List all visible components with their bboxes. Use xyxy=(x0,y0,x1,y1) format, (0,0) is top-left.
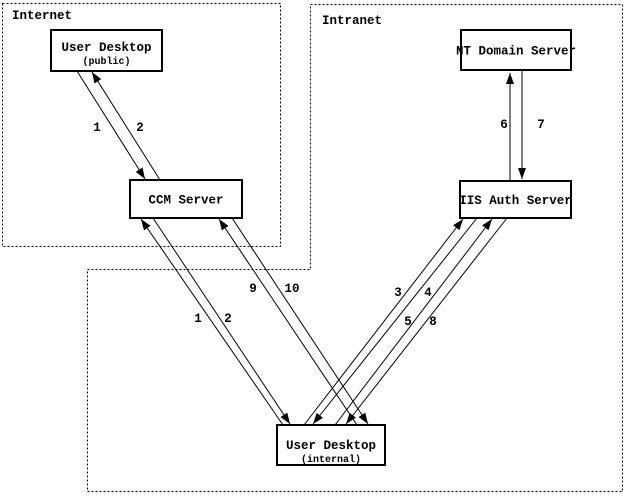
node-ccm-server-label: CCM Server xyxy=(148,194,223,208)
node-nt-domain-server-label: NT Domain Server xyxy=(456,45,576,59)
arrow-9-internal-desktop-to-ccm xyxy=(218,218,358,426)
node-ccm-server: CCM Server xyxy=(129,179,243,219)
arrow-3-internal-desktop-to-iis xyxy=(303,218,464,426)
arrow-label-10: 10 xyxy=(284,282,299,296)
node-user-desktop-public: User Desktop (public) xyxy=(50,29,163,72)
node-user-desktop-internal-label: User Desktop xyxy=(286,439,376,453)
node-user-desktop-internal: User Desktop (internal) xyxy=(276,424,386,466)
node-user-desktop-public-box xyxy=(50,29,163,72)
arrow-label-6: 6 xyxy=(500,118,508,132)
node-nt-domain-server: NT Domain Server xyxy=(456,29,576,71)
arrow-1-public-desktop-to-ccm xyxy=(76,70,146,180)
zone-intranet-boundary xyxy=(87,4,623,492)
zone-internet-label: Internet xyxy=(12,9,72,23)
arrow-label-4: 4 xyxy=(424,286,432,300)
arrow-5-internal-desktop-to-iis xyxy=(334,218,493,426)
node-user-desktop-public-label: User Desktop xyxy=(61,41,151,55)
node-user-desktop-public-sublabel: (public) xyxy=(82,56,130,68)
arrow-label-7: 7 xyxy=(537,118,545,132)
arrow-label-1-internal: 1 xyxy=(194,312,202,326)
arrow-label-8: 8 xyxy=(429,315,437,329)
arrow-label-1-public: 1 xyxy=(93,121,101,135)
zone-internet-boundary xyxy=(2,3,281,247)
node-user-desktop-internal-box xyxy=(276,424,386,466)
arrow-label-9: 9 xyxy=(249,282,257,296)
node-user-desktop-internal-sublabel: (internal) xyxy=(301,454,361,466)
node-iis-auth-server: IIS Auth Server xyxy=(459,180,572,219)
arrow-label-5: 5 xyxy=(404,315,412,329)
node-iis-auth-server-label: IIS Auth Server xyxy=(459,194,572,208)
arrow-8-iis-to-internal-desktop xyxy=(345,217,508,425)
arrow-label-2-public: 2 xyxy=(136,121,144,135)
arrow-2-ccm-to-public-desktop xyxy=(91,71,161,181)
arrow-label-3: 3 xyxy=(394,286,402,300)
arrow-label-2-internal: 2 xyxy=(224,312,232,326)
node-nt-domain-server-box xyxy=(460,29,572,71)
zone-intranet-label: Intranet xyxy=(322,14,382,28)
arrow-1-internal-desktop-to-ccm xyxy=(140,218,284,426)
node-ccm-server-box xyxy=(129,179,243,219)
arrow-4-iis-to-internal-desktop xyxy=(312,217,478,425)
arrow-10-ccm-to-internal-desktop xyxy=(231,217,369,425)
arrow-2-ccm-to-internal-desktop xyxy=(152,217,291,425)
node-iis-auth-server-box xyxy=(459,180,572,219)
